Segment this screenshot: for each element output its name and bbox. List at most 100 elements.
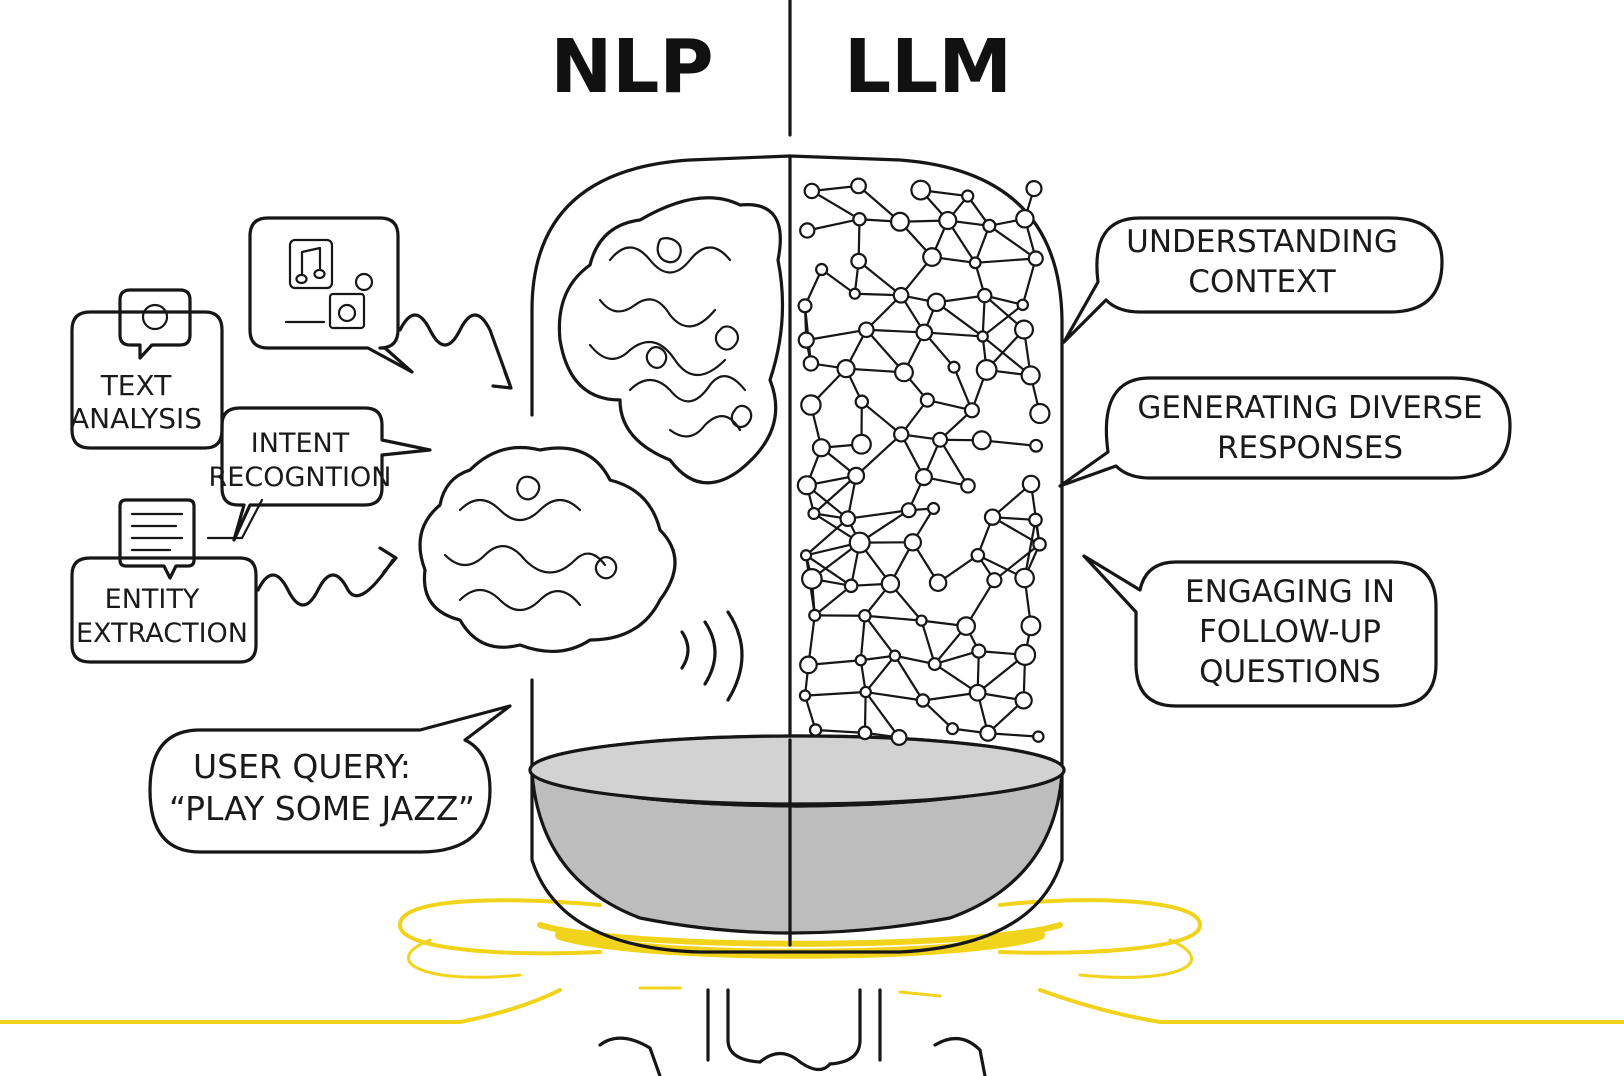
network-node	[1028, 512, 1043, 528]
network-edge	[863, 615, 896, 657]
network-node	[927, 657, 942, 672]
network-edge	[864, 691, 900, 739]
network-edge	[815, 728, 866, 734]
network-node	[900, 502, 917, 519]
user-query-line1: USER QUERY:	[193, 747, 411, 786]
network-node	[807, 506, 821, 521]
network-node	[1014, 567, 1035, 589]
entity-extraction-line2: EXTRACTION	[76, 618, 248, 649]
network-node	[843, 578, 859, 594]
network-node	[903, 533, 923, 552]
network-node	[915, 323, 934, 342]
network-node	[800, 394, 822, 416]
network-node	[799, 655, 818, 675]
network-edge	[975, 257, 1036, 264]
network-edge	[814, 584, 852, 617]
smart-speaker-icon	[528, 154, 1066, 1076]
network-node	[1032, 537, 1047, 552]
network-node	[986, 572, 1003, 589]
network-edge	[811, 190, 861, 221]
network-edge	[920, 620, 936, 665]
network-node	[836, 358, 856, 379]
network-node	[797, 298, 813, 314]
understanding-context-line2: CONTEXT	[1188, 264, 1336, 300]
network-edge	[865, 690, 924, 702]
network-node	[1027, 250, 1044, 267]
network-node	[850, 252, 868, 270]
user-query-callout: USER QUERY: “PLAY SOME JAZZ”	[148, 704, 512, 854]
brain-icon	[557, 196, 785, 485]
network-node	[801, 567, 823, 590]
network-node	[802, 355, 820, 372]
squiggle-arrow-top	[398, 313, 513, 390]
header: NLP LLM	[550, 0, 1012, 137]
network-node	[979, 724, 997, 742]
network-edge	[864, 614, 922, 622]
network-edge	[813, 474, 857, 515]
intent-recognition-callout: INTENT RECOGNTION	[209, 406, 432, 542]
network-node	[945, 722, 960, 736]
text-analysis-line1: TEXT	[100, 369, 172, 402]
network-node	[970, 547, 986, 563]
network-node	[982, 218, 997, 233]
network-node	[888, 649, 902, 662]
yellow-glow	[0, 898, 1624, 1024]
network-node	[851, 433, 872, 455]
network-node	[815, 262, 829, 277]
network-node	[926, 501, 941, 516]
network-node	[915, 614, 928, 627]
network-node	[961, 189, 975, 203]
network-node	[915, 693, 931, 708]
network-edge	[807, 218, 860, 232]
text-analysis-callout: TEXT ANALYSIS	[70, 288, 224, 450]
intent-recognition-line1: INTENT	[251, 428, 350, 459]
network-node	[847, 466, 866, 485]
network-node	[976, 330, 989, 343]
network-node	[971, 430, 992, 451]
network-node	[839, 510, 857, 528]
network-node	[893, 426, 910, 443]
network-edge	[805, 554, 852, 587]
network-node	[1020, 615, 1042, 637]
network-node	[932, 431, 949, 448]
network-node	[956, 616, 977, 636]
follow-up-line2: FOLLOW-UP	[1199, 614, 1381, 650]
network-node	[975, 359, 998, 381]
understanding-context-callout: UNDERSTANDING CONTEXT	[1062, 216, 1444, 344]
chat-bubble-icon	[118, 288, 192, 360]
network-node	[1029, 402, 1051, 425]
network-node	[1029, 438, 1044, 453]
network-edge	[864, 655, 896, 693]
network-node	[1020, 365, 1041, 386]
network-node	[890, 729, 908, 746]
network-node	[968, 683, 987, 702]
network-edge	[934, 650, 980, 666]
network-node	[889, 211, 910, 232]
network-edge	[847, 509, 909, 520]
neural-network-icon	[796, 177, 1051, 746]
network-edge	[804, 690, 866, 697]
network-edge	[866, 328, 925, 334]
network-node	[910, 179, 932, 201]
network-node	[850, 177, 867, 195]
generating-responses-line2: RESPONSES	[1217, 430, 1403, 466]
network-node	[798, 689, 812, 702]
network-edge	[806, 328, 867, 342]
floating-brain-icon	[418, 445, 744, 702]
network-node	[919, 392, 935, 408]
network-node	[858, 608, 872, 623]
network-node	[892, 286, 910, 304]
text-analysis-line2: ANALYSIS	[70, 402, 202, 435]
intent-recognition-line2: RECOGNTION	[209, 462, 392, 493]
understanding-context-line1: UNDERSTANDING	[1126, 224, 1398, 260]
network-edge	[805, 517, 849, 557]
network-node	[796, 475, 817, 496]
connector-entity	[206, 498, 264, 540]
network-node	[928, 573, 948, 593]
network-node	[947, 360, 961, 374]
media-callout	[248, 216, 414, 374]
network-node	[797, 331, 815, 349]
network-node	[968, 256, 982, 270]
follow-up-line3: QUESTIONS	[1199, 654, 1381, 690]
